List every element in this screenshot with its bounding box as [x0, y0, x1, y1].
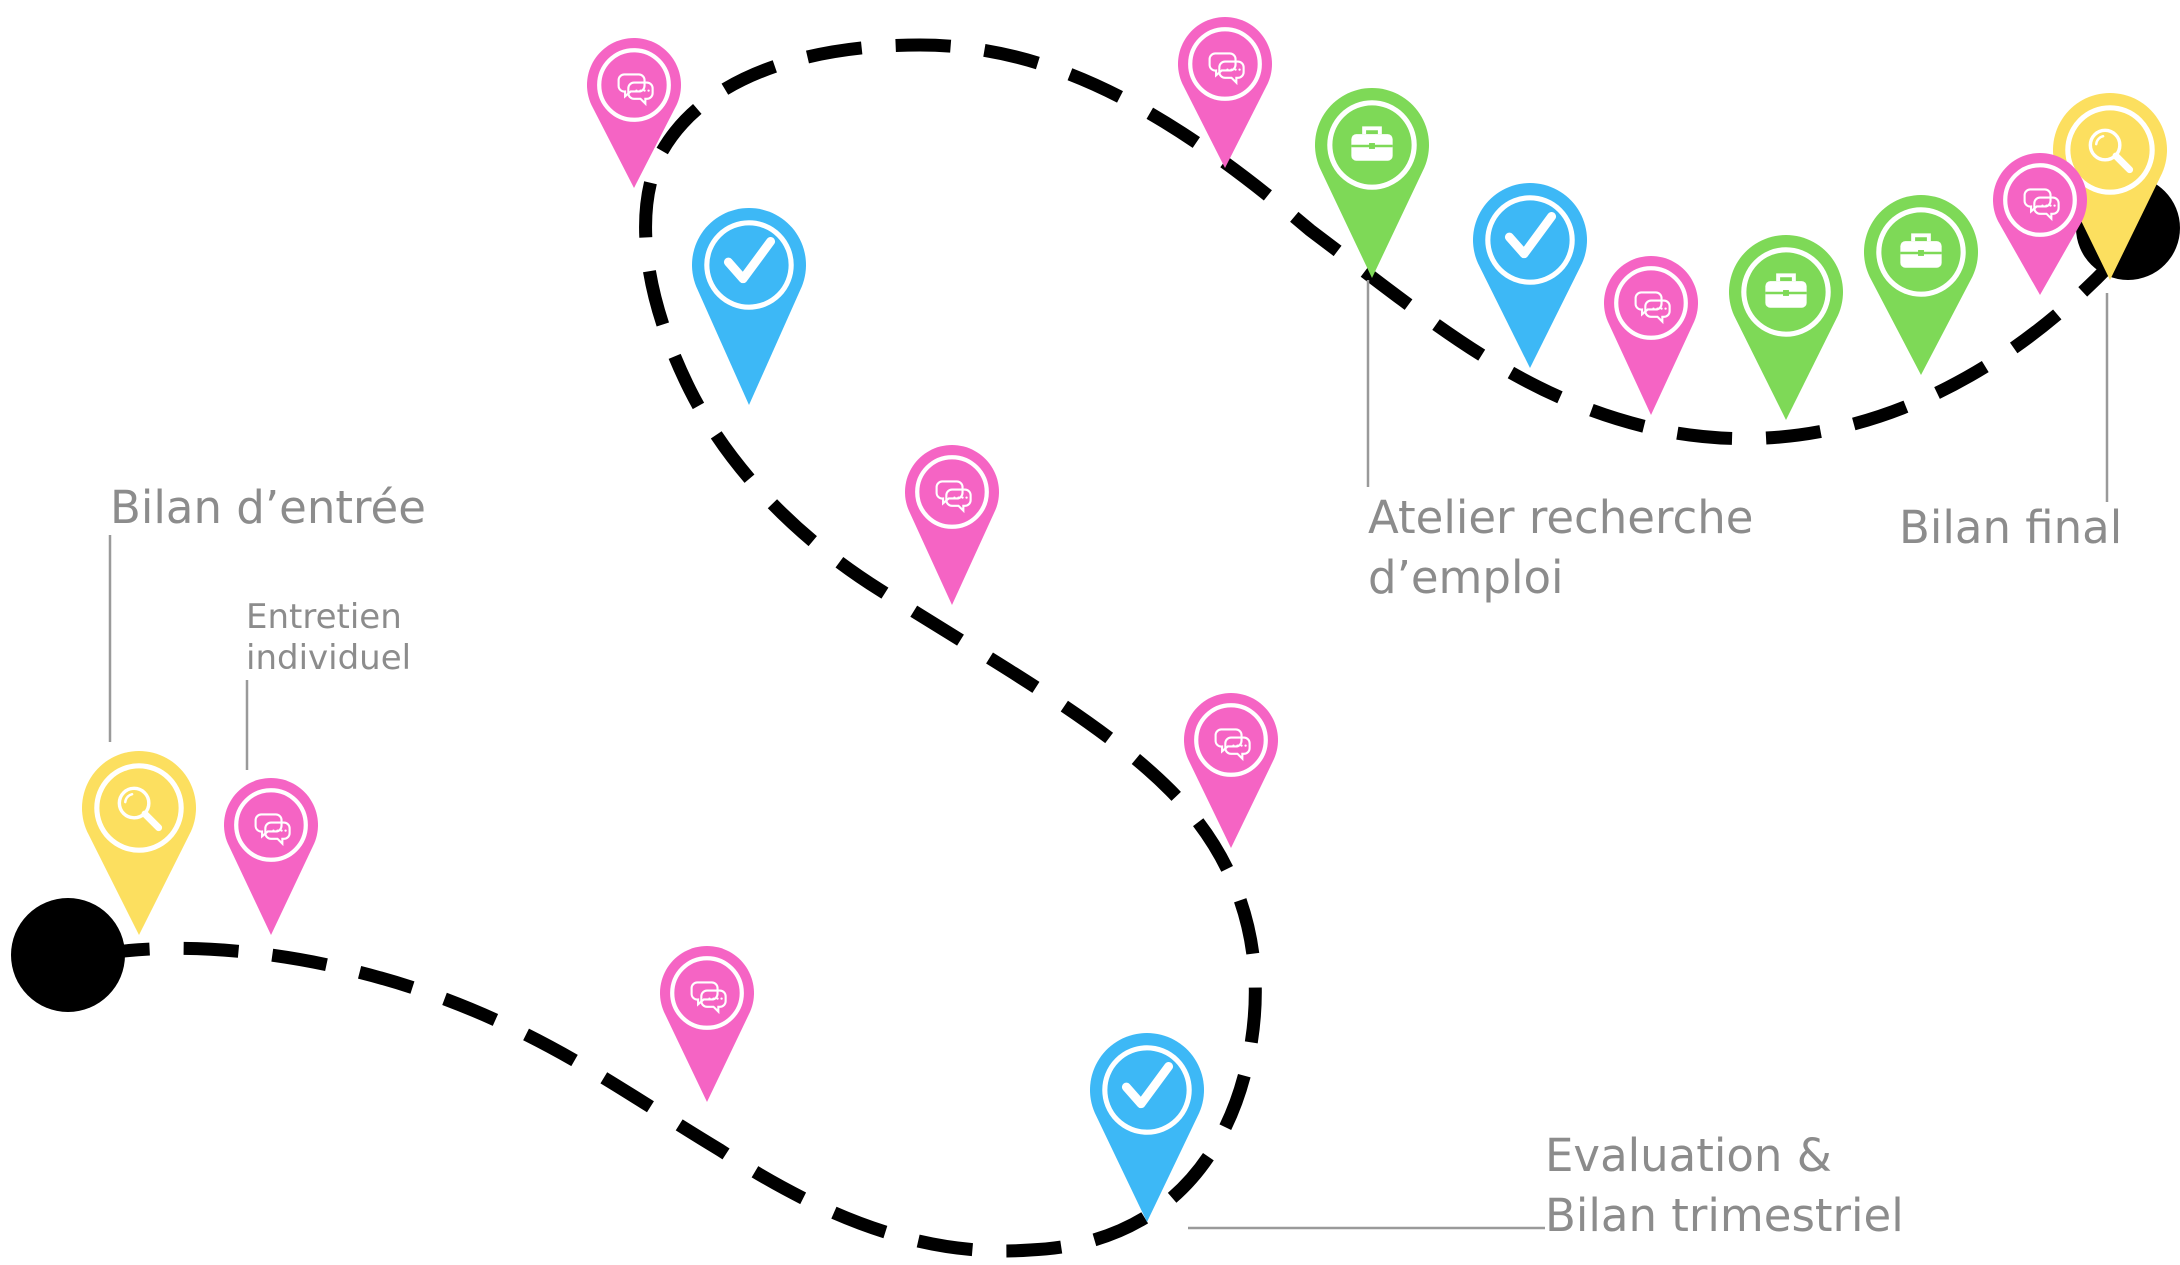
journey-dashed-path: [93, 38, 2115, 1258]
pin-ring: [597, 48, 671, 122]
pin-body: [1090, 1032, 1205, 1222]
pin-ring: [1194, 703, 1268, 777]
pin-bilan-final: [2053, 93, 2167, 280]
label-bilan-entree-text: Bilan d’entrée: [110, 481, 426, 534]
label-evaluation-line1: Evaluation &: [1545, 1129, 1832, 1182]
label-bilan-final-text: Bilan final: [1899, 501, 2123, 554]
label-evaluation-line2: Bilan trimestriel: [1545, 1189, 1904, 1242]
pin-ring: [94, 763, 184, 853]
pin-body: [1864, 194, 1978, 375]
label-atelier-line1: Atelier recherche: [1368, 491, 1754, 544]
pin-entretien-individuel: [223, 777, 318, 935]
start-point: [11, 898, 125, 1012]
pin-body: [1729, 234, 1843, 420]
label-evaluation-bilan-trimestriel: Evaluation & Bilan trimestriel: [1545, 1126, 1904, 1246]
pin-entretien-2: [1178, 17, 1272, 169]
pin-body: [660, 945, 754, 1102]
pin-body: [1473, 182, 1588, 368]
label-atelier-line2: d’emploi: [1368, 551, 1564, 604]
pin-ring: [670, 956, 744, 1030]
pin-ring: [1188, 27, 1262, 101]
pin-ring: [915, 455, 989, 529]
pin-ring: [1741, 247, 1831, 337]
pin-body: [1184, 692, 1278, 848]
label-entretien-line2: individuel: [246, 638, 412, 678]
pin-evaluation-1: [1473, 182, 1588, 368]
pin-ring: [1876, 207, 1966, 297]
pin-entretien-1: [587, 38, 681, 189]
pin-body: [1178, 17, 1272, 169]
pin-ring: [704, 220, 794, 310]
pin-entretien-7: [660, 945, 754, 1102]
pin-ring: [1102, 1045, 1192, 1135]
pin-entretien-3: [1604, 255, 1698, 415]
pin-body: [2053, 93, 2167, 280]
pin-atelier-3: [1864, 194, 1978, 375]
pin-ring: [1485, 195, 1575, 285]
label-entretien-individuel: Entretien individuel: [246, 597, 411, 679]
label-bilan-final: Bilan final: [1899, 498, 2122, 558]
label-entretien-line1: Entretien: [246, 597, 402, 637]
pin-evaluation-3: [1090, 1032, 1205, 1222]
pin-entretien-4: [1993, 153, 2087, 295]
pin-bilan-entree: [81, 751, 196, 935]
pin-body: [81, 751, 196, 935]
pin-ring: [1327, 100, 1417, 190]
pin-ring: [2065, 105, 2155, 195]
pin-atelier-1: [1314, 88, 1429, 279]
pin-body: [1604, 255, 1698, 415]
pin-ring: [234, 788, 308, 862]
pin-entretien-6: [1184, 692, 1278, 848]
pin-entretien-5: [905, 445, 999, 605]
pin-atelier-2: [1729, 234, 1843, 420]
pin-ring: [1614, 266, 1688, 340]
label-bilan-entree: Bilan d’entrée: [110, 478, 426, 538]
pin-ring: [2003, 163, 2077, 237]
pin-body: [587, 38, 681, 189]
pin-evaluation-2: [692, 207, 806, 405]
pin-body: [1993, 153, 2087, 295]
pin-body: [223, 777, 318, 935]
pin-body: [1314, 88, 1429, 279]
label-atelier-recherche-emploi: Atelier recherche d’emploi: [1368, 488, 1753, 608]
